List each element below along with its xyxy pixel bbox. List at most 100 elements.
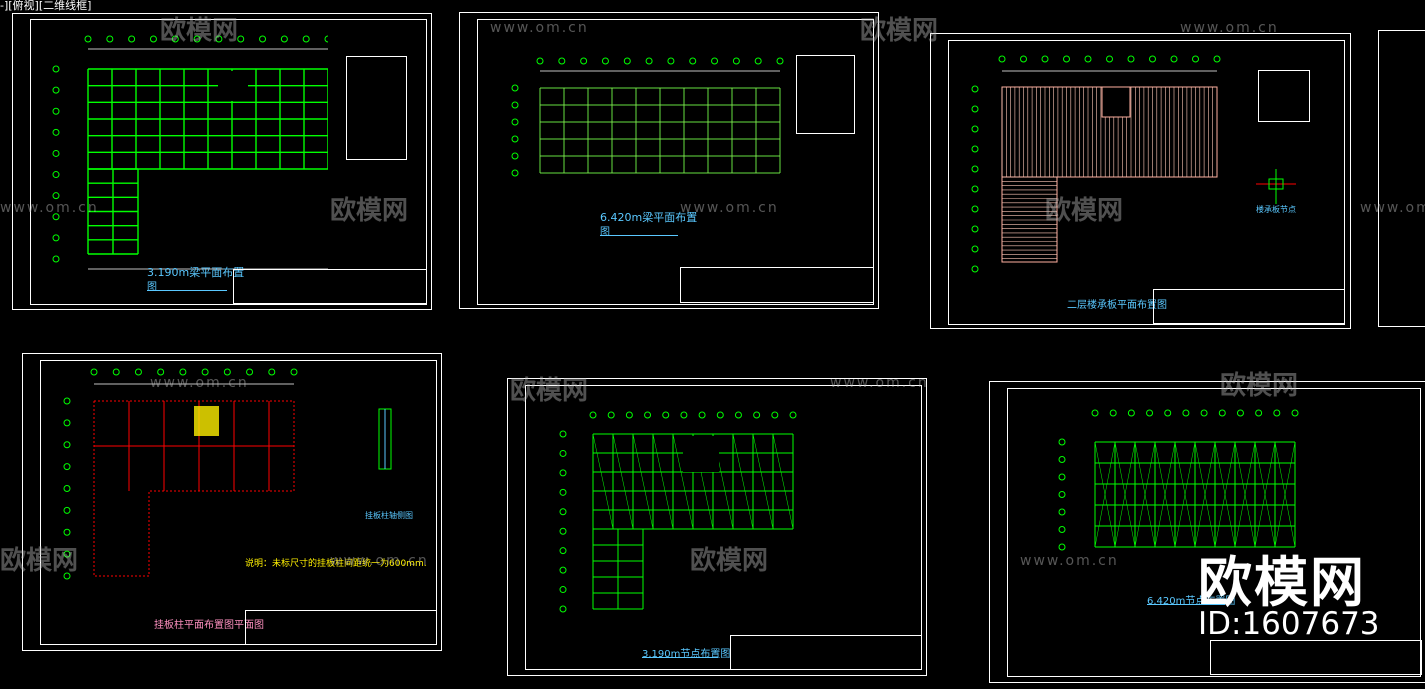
axis-bubble	[1218, 409, 1226, 417]
sheet-title-suffix: 图	[600, 227, 610, 238]
axis-bubble	[971, 185, 979, 193]
axis-bubble	[52, 86, 60, 94]
axis-bubble	[971, 125, 979, 133]
watermark-logo: 欧模网	[330, 196, 409, 226]
axis-bubble	[280, 35, 288, 43]
drawing-sheet-2[interactable]: 6.420m梁平面布置 图	[459, 12, 879, 309]
axis-bubble	[734, 411, 742, 419]
brace-line	[732, 433, 754, 530]
axis-bubble	[1273, 409, 1281, 417]
floor-plan	[1058, 409, 1299, 551]
brace-line	[632, 433, 654, 530]
stair-void	[218, 71, 248, 101]
axis-bubble	[559, 586, 567, 594]
drawing-sheet-6[interactable]: 6.420m节点布置图	[989, 381, 1425, 683]
watermark-url: www.om.cn	[1360, 200, 1425, 216]
axis-bubble	[1255, 409, 1263, 417]
legend-table	[796, 55, 855, 134]
axis-bubble	[259, 35, 267, 43]
axis-bubble	[559, 449, 567, 457]
axis-bubble	[90, 368, 98, 376]
title-underline	[1147, 604, 1225, 605]
floor-plan	[63, 368, 298, 580]
brace-line	[1114, 441, 1136, 548]
axis-bubble	[63, 572, 71, 580]
axis-bubble	[511, 152, 519, 160]
axis-bubble	[1091, 409, 1099, 417]
axis-bubble	[971, 225, 979, 233]
axis-bubble	[63, 441, 71, 449]
sheet-title: 6.420m梁平面布置	[600, 211, 698, 224]
axis-bubble	[1164, 409, 1172, 417]
sheet-frame	[40, 360, 437, 645]
axis-bubble	[716, 411, 724, 419]
axis-bubble	[1084, 55, 1092, 63]
axis-bubble	[237, 35, 245, 43]
drawing-sheet-4[interactable]: 挂板柱轴侧图 说明：未标尺寸的挂板柱间距统一为600mm. 挂板柱平面布置图平面…	[22, 353, 442, 651]
axis-bubble	[623, 57, 631, 65]
axonometric-detail	[378, 408, 392, 470]
watermark-url: www.om.cn	[830, 375, 929, 391]
title-block	[730, 635, 922, 670]
sheet-title-suffix: 图	[147, 282, 157, 293]
axis-bubble	[971, 165, 979, 173]
axis-bubble	[201, 368, 209, 376]
axis-bubble	[63, 397, 71, 405]
axis-bubble	[1058, 543, 1066, 551]
axis-bubble	[511, 169, 519, 177]
axis-bubble	[1200, 409, 1208, 417]
axis-bubble	[559, 488, 567, 496]
watermark-url: www.om.cn	[150, 375, 249, 391]
viewport-label[interactable]: -][俯视][二维线框]	[0, 0, 92, 12]
axis-bubble	[1192, 55, 1199, 63]
title-block	[1210, 640, 1422, 675]
brace-line	[1274, 441, 1296, 548]
axis-bubble	[1058, 473, 1066, 481]
axis-bubble	[753, 411, 761, 419]
brace-line	[592, 433, 614, 530]
axis-bubble	[128, 35, 136, 43]
drawing-sheet-3[interactable]: 楼承板节点 二层楼承板平面布置图	[930, 33, 1351, 329]
sheet-frame	[477, 19, 874, 305]
axis-bubble	[1127, 55, 1135, 63]
axis-bubble	[1170, 55, 1178, 63]
axis-bubble	[63, 485, 71, 492]
axis-bubble	[754, 57, 762, 65]
axis-bubble	[732, 57, 740, 65]
sheet-title: 6.420m节点布置图	[1147, 596, 1236, 607]
axis-bubble	[789, 411, 797, 419]
axis-bubble	[536, 57, 544, 65]
axis-bubble	[511, 118, 519, 126]
axis-bubble	[680, 411, 688, 419]
sheet-title: 3.190m节点布置图	[642, 649, 731, 660]
axis-bubble	[558, 57, 566, 65]
axis-bubble	[1291, 409, 1299, 417]
drawing-sheet-1[interactable]: 3.190m梁平面布置 图	[12, 13, 432, 310]
axis-bubble	[52, 255, 60, 263]
brace-line	[652, 433, 674, 530]
wall-outline	[93, 400, 295, 577]
floor-plan	[52, 35, 328, 270]
title-block	[680, 267, 874, 303]
watermark-url: www.om.cn	[0, 200, 99, 216]
axis-bubble	[302, 35, 310, 43]
brace-line	[1174, 441, 1196, 548]
axis-bubble	[662, 411, 670, 419]
axis-bubble	[511, 101, 519, 109]
axis-bubble	[112, 368, 120, 376]
title-underline	[600, 235, 678, 236]
watermark-url: www.om.cn	[490, 20, 589, 36]
drawing-sheet-partial[interactable]	[1378, 30, 1425, 327]
brace-line	[1134, 441, 1156, 548]
watermark-url: www.om.cn	[1020, 553, 1119, 569]
axis-bubble	[52, 192, 60, 200]
axis-bubble	[971, 265, 979, 273]
axis-bubble	[52, 213, 60, 221]
sheet-title: 二层楼承板平面布置图	[1067, 300, 1167, 311]
section-detail	[1256, 169, 1296, 204]
watermark-url: www.om.cn	[1180, 20, 1279, 36]
axis-bubble	[971, 245, 979, 253]
brace-line	[772, 433, 794, 530]
drawing-sheet-5[interactable]: 3.190m节点布置图	[507, 378, 927, 676]
axis-bubble	[644, 411, 652, 419]
